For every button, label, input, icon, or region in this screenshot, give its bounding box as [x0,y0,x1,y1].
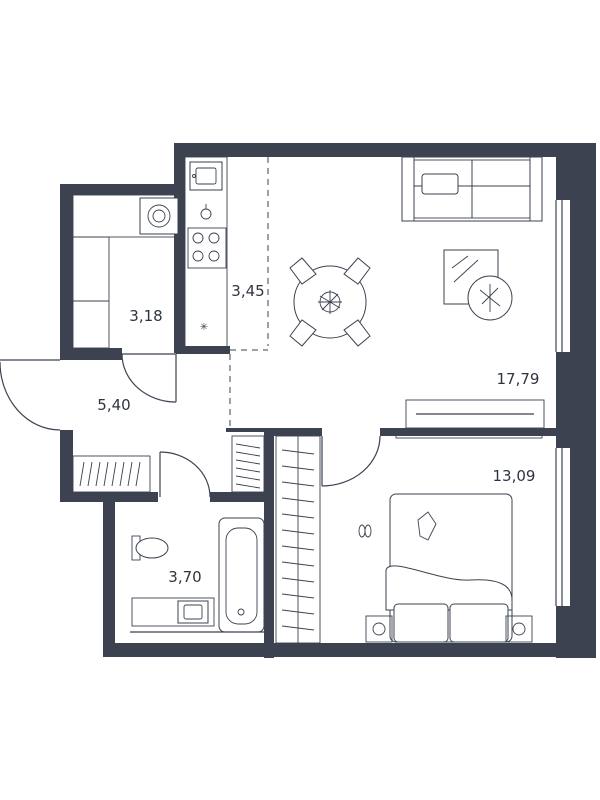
hall-area-label: 5,40 [97,396,130,414]
storage-room-furniture [72,194,185,349]
plant-icon [318,290,342,314]
kitchen-counter: ✳ [184,156,228,348]
dishwasher-icon: ✳ [200,322,208,333]
sink-icon [189,161,223,191]
armchair-icon [443,249,513,321]
hall-shoe-rack [72,455,151,493]
kitchen-zone-outline [229,157,269,430]
walls [60,143,596,658]
bathtub-icon [218,517,265,633]
bed-icon [385,493,513,643]
dining-chair [289,257,371,347]
bedside-lamp-icon [365,615,533,643]
stove-icon [187,227,227,269]
bathroom-sink-icon [131,597,215,627]
toilet-icon [131,535,169,561]
kitchen-area-label: 3,45 [231,282,264,300]
bedroom-door [321,435,381,487]
bathroom-area-label: 3,70 [168,568,201,586]
storage-area-label: 3,18 [129,307,162,325]
dining-table-icon [289,257,371,347]
slippers-icon [358,524,372,538]
washing-machine-icon [139,197,179,235]
bathroom-door [159,451,211,498]
entrance-door [0,359,61,431]
wardrobe-icon [231,435,321,644]
tv-icon [395,399,545,439]
tap-icon [200,208,212,220]
living-area-label: 17,79 [497,370,540,388]
windows [555,200,563,606]
storage-door [121,353,177,403]
sofa-icon [401,156,543,222]
bedroom-area-label: 13,09 [493,467,536,485]
